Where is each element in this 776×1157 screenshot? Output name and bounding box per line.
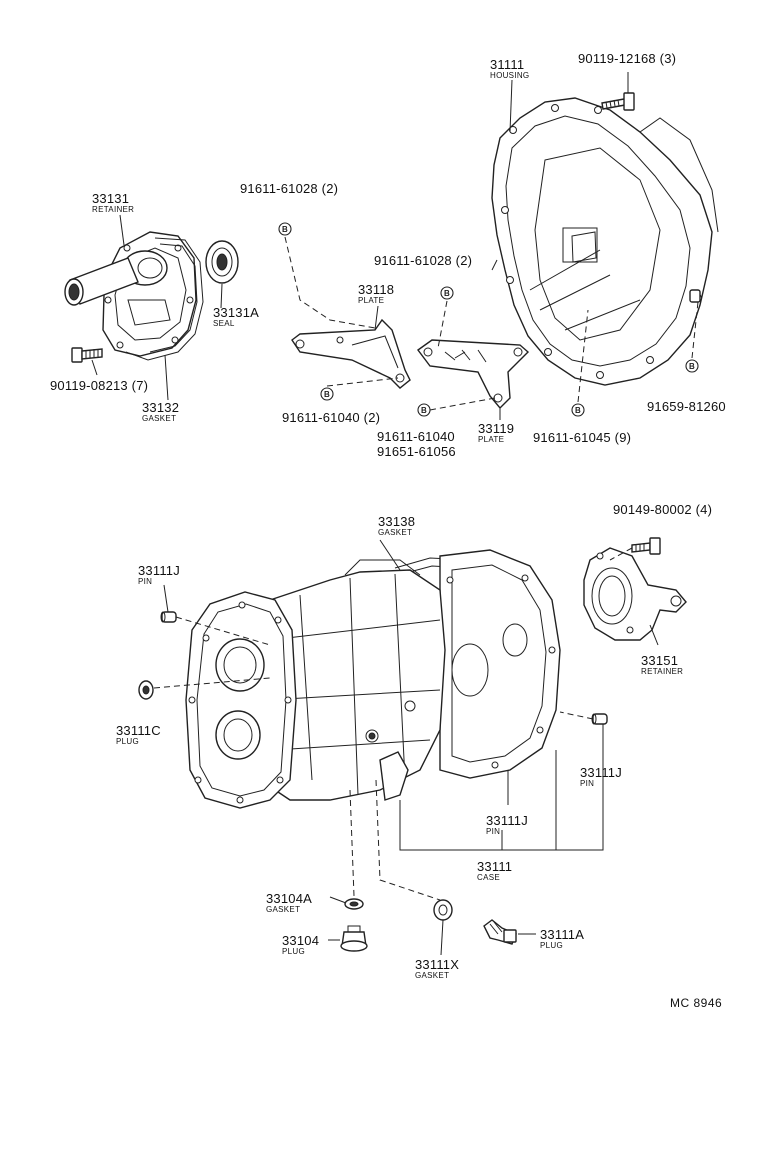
- svg-text:B: B: [421, 406, 427, 415]
- label-33111J-center: 33111J PIN: [486, 813, 528, 836]
- label-31111: 31111 HOUSING: [490, 57, 530, 80]
- label-91611-61028-right: 91611-61028 (2): [374, 253, 473, 268]
- svg-text:B: B: [575, 406, 581, 415]
- label-33138: 33138 GASKET: [378, 514, 416, 537]
- housing-31111-drawing: [491, 97, 719, 386]
- diagram-code: MC 8946: [670, 996, 723, 1010]
- bolt-90119-12168-drawing: [601, 92, 635, 111]
- gasket-33104A-drawing: [344, 898, 364, 910]
- label-33111J-top: 33111J PIN: [138, 563, 180, 586]
- label-33111: 33111 CASE: [477, 859, 513, 882]
- label-33132: 33132 GASKET: [142, 400, 180, 423]
- label-33118: 33118 PLATE: [358, 282, 395, 305]
- bolt-mark-e: B: [571, 403, 585, 417]
- label-33151: 33151 RETAINER: [641, 653, 684, 676]
- label-91611-61040-right: 91611-61040: [377, 429, 455, 444]
- case-33111-drawing: [185, 549, 561, 809]
- gasket-33132-drawing: [125, 237, 204, 361]
- plug-33111C-drawing: [138, 680, 154, 700]
- bolt-mark-c: B: [320, 387, 334, 401]
- bolt-mark-b: B: [440, 286, 454, 300]
- label-91659-81260: 91659-81260: [647, 399, 726, 414]
- label-90149-80002: 90149-80002 (4): [613, 502, 713, 517]
- gasket-33111X-drawing: [433, 899, 453, 921]
- label-33111C: 33111C PLUG: [116, 723, 161, 746]
- bolt-90149-80002-drawing: [631, 537, 661, 555]
- svg-text:B: B: [444, 289, 450, 298]
- pin-33111J-right-drawing: [591, 713, 608, 725]
- seal-33131A-drawing: [205, 240, 239, 284]
- svg-text:B: B: [689, 362, 695, 371]
- plate-33119-drawing: [417, 339, 530, 410]
- label-33111A: 33111A PLUG: [540, 927, 585, 950]
- pin-33111J-left-drawing: [160, 611, 177, 623]
- label-90119-12168: 90119-12168 (3): [578, 51, 677, 66]
- label-33131A: 33131A SEAL: [213, 305, 260, 328]
- retainer-33131-drawing: [64, 231, 197, 357]
- label-91651-61056: 91651-61056: [377, 444, 456, 459]
- label-91611-61028-left: 91611-61028 (2): [240, 181, 339, 196]
- label-91611-61040-left: 91611-61040 (2): [282, 410, 381, 425]
- label-33111J-right: 33111J PIN: [580, 765, 622, 788]
- bolt-90119-08213-drawing: [71, 347, 103, 363]
- bolt-mark-f: B: [685, 359, 699, 373]
- bolt-mark-d: B: [417, 403, 431, 417]
- label-33131: 33131 RETAINER: [92, 191, 135, 214]
- retainer-33151-drawing: [583, 547, 687, 641]
- svg-text:B: B: [282, 225, 288, 234]
- label-33119: 33119 PLATE: [478, 421, 515, 444]
- plug-33104-drawing: [340, 925, 368, 952]
- label-33104: 33104 PLUG: [282, 933, 320, 956]
- label-33104A: 33104A GASKET: [266, 891, 313, 914]
- label-91611-61045: 91611-61045 (9): [533, 430, 632, 445]
- svg-text:B: B: [324, 390, 330, 399]
- label-90119-08213: 90119-08213 (7): [50, 378, 149, 393]
- bolt-mark-a: B: [278, 222, 292, 236]
- label-33111X: 33111X GASKET: [415, 957, 460, 980]
- plug-33111A-drawing: [483, 919, 517, 945]
- plate-33118-drawing: [291, 318, 411, 389]
